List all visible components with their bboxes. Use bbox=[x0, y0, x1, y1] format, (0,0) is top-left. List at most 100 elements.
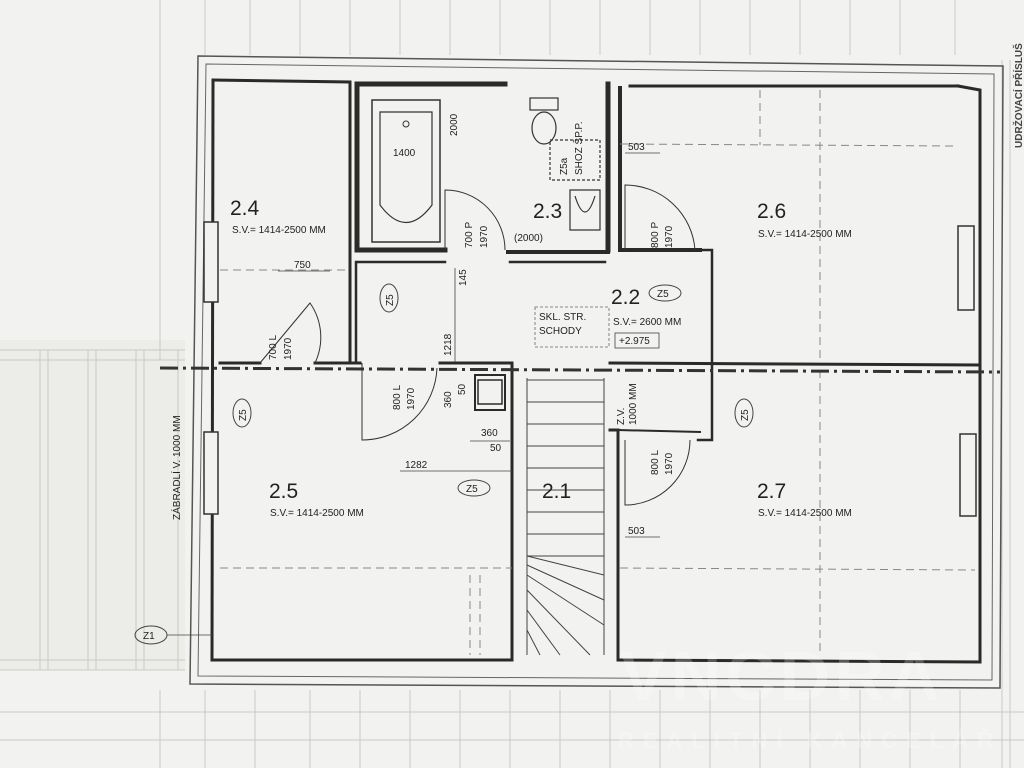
wall-hall-right bbox=[696, 248, 714, 442]
shaft-box bbox=[474, 374, 506, 411]
watermark-main: VNCDRA bbox=[620, 637, 943, 715]
dim-1218: 1218 bbox=[443, 333, 454, 356]
dashed-lines bbox=[220, 90, 976, 655]
bathtub-inner bbox=[379, 111, 433, 223]
z5-21-tag bbox=[457, 479, 491, 497]
dim-50-v: 50 bbox=[457, 383, 468, 395]
wall-perimeter-left-top bbox=[211, 78, 352, 364]
dim-360-h: 360 bbox=[481, 428, 498, 439]
dimension-texts: 1400 2000 700 P 1970 (2000) 800 P 1970 5… bbox=[268, 113, 675, 537]
dim-1282: 1282 bbox=[405, 460, 428, 471]
staircase bbox=[526, 378, 605, 656]
dim-zv-value: 1000 MM bbox=[628, 383, 639, 425]
dim-145: 145 bbox=[458, 269, 469, 286]
bathtub-outer bbox=[371, 99, 441, 243]
tags: Z5 Z5 Z5 Z5 Z5 Z1 bbox=[134, 283, 754, 645]
level-label: +2.975 bbox=[619, 336, 650, 347]
bathtub-drain-icon bbox=[402, 120, 410, 128]
dim-bath-wall: (2000) bbox=[514, 233, 543, 244]
walls bbox=[210, 78, 982, 664]
door-23-swing bbox=[444, 189, 506, 251]
z5-25-tag bbox=[232, 398, 252, 428]
dim-750: 750 bbox=[294, 260, 311, 271]
room-24-label: 2.4 bbox=[230, 197, 260, 220]
outer-wall-inner-line bbox=[197, 63, 995, 681]
dim-door-25-width: 800 L bbox=[392, 385, 403, 410]
stairs-note-line2: SCHODY bbox=[539, 326, 582, 337]
windows bbox=[203, 221, 977, 517]
shaft-z5a-box bbox=[549, 139, 601, 181]
paper-shadow-left bbox=[0, 340, 185, 670]
z5-24-tag bbox=[379, 283, 399, 313]
z5-27-tag bbox=[734, 398, 754, 428]
door-24-swing bbox=[259, 302, 322, 364]
z5-27-text: Z5 bbox=[740, 409, 751, 421]
room-26-label: 2.6 bbox=[757, 200, 786, 223]
duct-square bbox=[477, 379, 503, 405]
sink-icon bbox=[569, 189, 601, 231]
window-24 bbox=[203, 221, 219, 303]
wall-bottom-right bbox=[616, 658, 982, 664]
dim-door-23-height: 1970 bbox=[479, 225, 490, 248]
dim-360-v: 360 bbox=[443, 391, 454, 408]
room-23-label: 2.3 bbox=[533, 200, 562, 223]
wall-27-top bbox=[616, 428, 702, 434]
wall-room24-left bbox=[210, 78, 215, 662]
door-27-swing bbox=[624, 439, 691, 506]
room-27-label: 2.7 bbox=[757, 480, 786, 503]
z1-text: Z1 bbox=[143, 631, 155, 642]
stairs-note-line1: SKL. STR. bbox=[539, 312, 586, 323]
outer-outline bbox=[189, 55, 1004, 689]
doors bbox=[259, 184, 696, 506]
room-25-sv: S.V.= 1414-2500 MM bbox=[270, 508, 364, 519]
dim-503-top: 503 bbox=[628, 142, 645, 153]
side-note: UDRŽOVACÍ PŘÍSLUŠ bbox=[1012, 43, 1024, 148]
wall-26-left bbox=[618, 86, 702, 252]
wall-mid-horizontal bbox=[218, 361, 982, 367]
dim-door-24-width: 700 L bbox=[268, 335, 279, 360]
window-27 bbox=[959, 433, 977, 517]
door-25-swing bbox=[361, 363, 438, 441]
z5-24-text: Z5 bbox=[385, 294, 396, 306]
dim-bath-width: 1400 bbox=[393, 148, 416, 159]
level-box bbox=[614, 332, 660, 349]
room-labels: 2.4 S.V.= 1414-2500 MM 2.3 2.6 S.V.= 141… bbox=[230, 197, 852, 519]
room-22-label: 2.2 bbox=[611, 286, 640, 309]
dim-door-26-width: 800 P bbox=[650, 222, 661, 248]
room-21-label: 2.1 bbox=[542, 480, 571, 503]
dim-zv-label: Z.V. bbox=[616, 408, 627, 425]
door-26-swing bbox=[624, 184, 696, 251]
dim-door-24-height: 1970 bbox=[283, 337, 294, 360]
section-cut-line bbox=[159, 366, 1001, 374]
dim-door-23-width: 700 P bbox=[464, 222, 475, 248]
dim-door-27-height: 1970 bbox=[664, 452, 675, 475]
room-26-sv: S.V.= 1414-2500 MM bbox=[758, 229, 852, 240]
watermark-sub: REALITNÍ KANCELÁŘ bbox=[618, 728, 1002, 753]
z5-25-text: Z5 bbox=[238, 409, 249, 421]
dim-503-bottom: 503 bbox=[628, 526, 645, 537]
dimension-lines bbox=[278, 152, 660, 538]
shaft-label: SHOZ ŠP.P. bbox=[572, 121, 585, 175]
z5-22-tag bbox=[648, 284, 682, 302]
dim-door-26-height: 1970 bbox=[664, 225, 675, 248]
wall-bathroom bbox=[354, 81, 611, 253]
z5-22-text: Z5 bbox=[657, 289, 669, 300]
bathroom-fixtures bbox=[529, 97, 601, 231]
dim-door-27-width: 800 L bbox=[650, 450, 661, 475]
wc-tank bbox=[529, 97, 559, 111]
window-26 bbox=[957, 225, 975, 311]
dim-bath-length: 2000 bbox=[449, 113, 460, 136]
room-22-sv: S.V.= 2600 MM bbox=[613, 317, 681, 328]
wall-right bbox=[956, 84, 982, 664]
railing-label: ZÁBRADLÍ V. 1000 MM bbox=[170, 415, 183, 520]
stairs-note-box bbox=[534, 306, 610, 348]
wc-bowl-icon bbox=[531, 111, 557, 145]
dim-50-h: 50 bbox=[490, 443, 502, 454]
room-24-sv: S.V.= 1414-2500 MM bbox=[232, 225, 326, 236]
room-27-sv: S.V.= 1414-2500 MM bbox=[758, 508, 852, 519]
bathtub bbox=[371, 99, 441, 243]
room-25-label: 2.5 bbox=[269, 480, 298, 503]
dim-door-25-height: 1970 bbox=[406, 387, 417, 410]
